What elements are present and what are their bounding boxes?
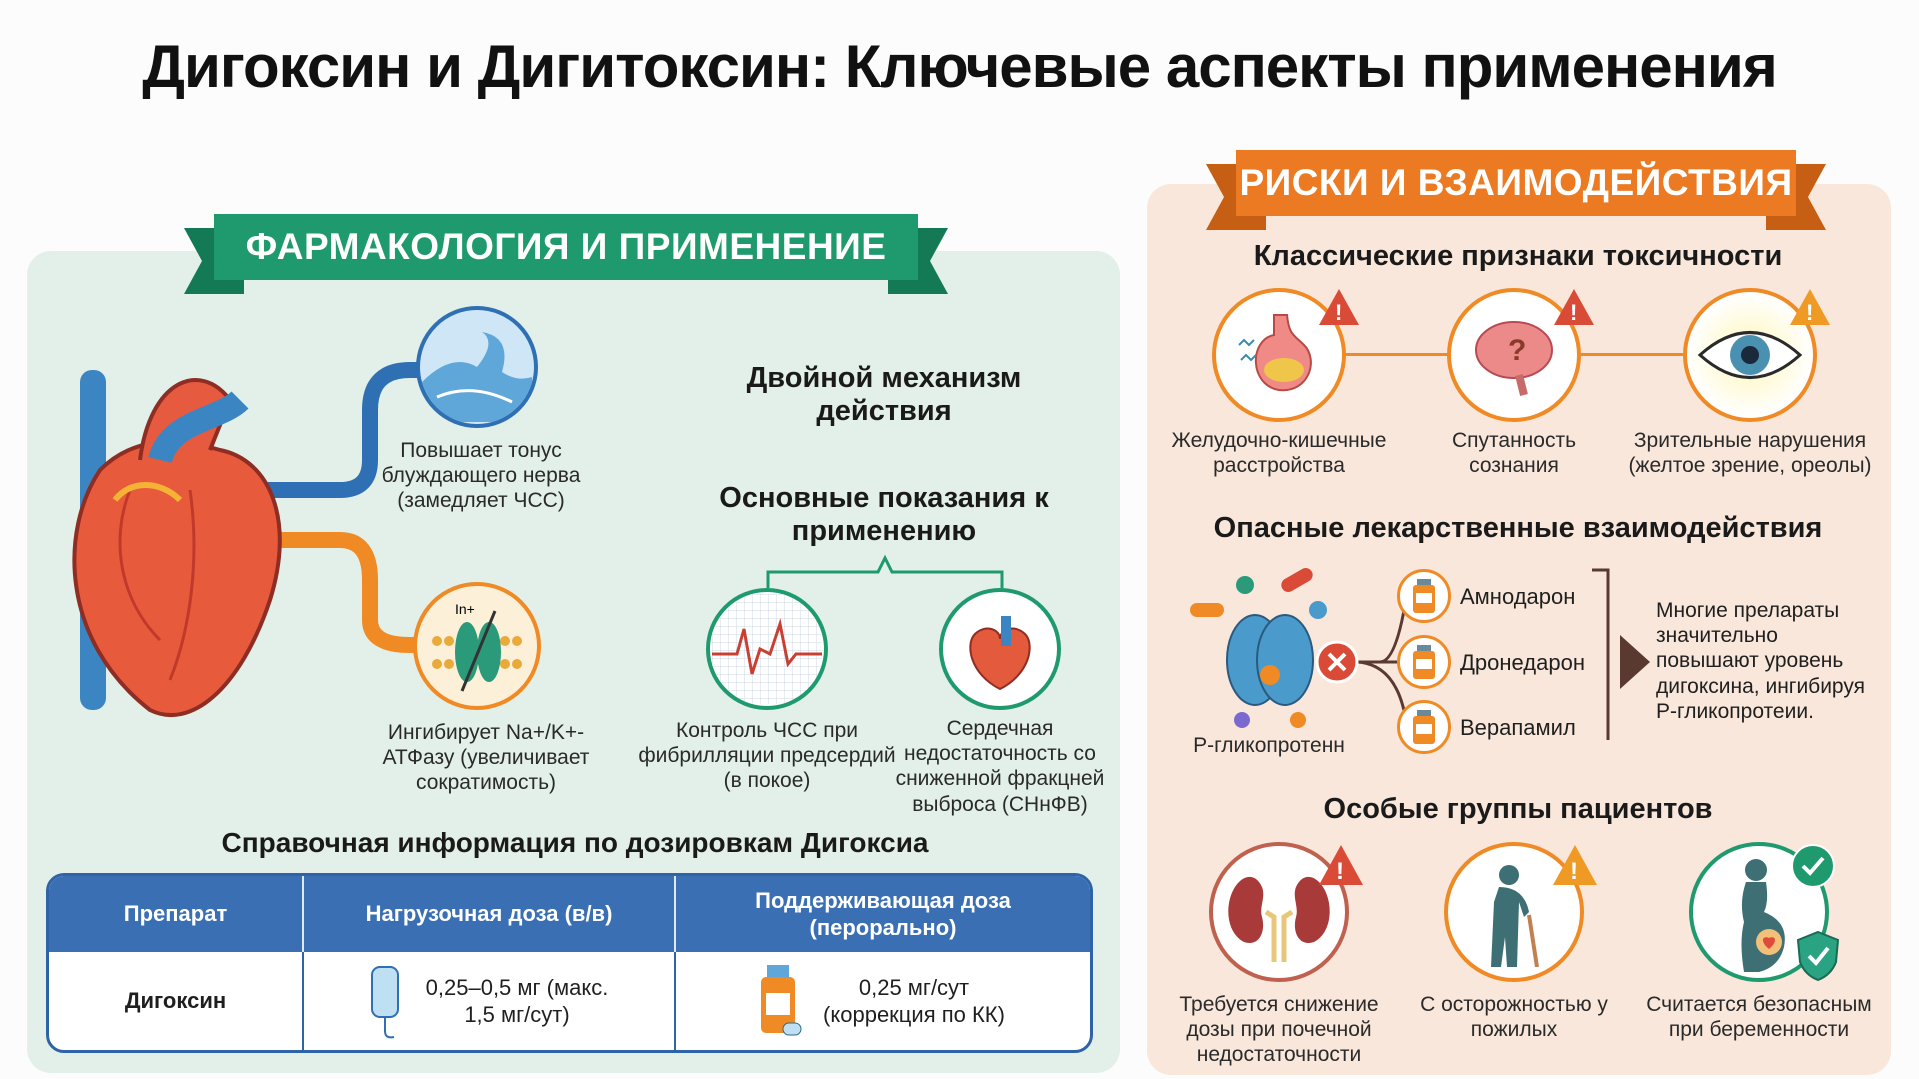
drugs-bracket: [1592, 568, 1610, 740]
interaction-note: Многие прелараты значительно повышают ур…: [1656, 599, 1866, 723]
warning-icon: !: [1319, 289, 1359, 325]
warning-icon: !: [1319, 845, 1363, 885]
elderly-icon: [1444, 842, 1584, 982]
warning-icon: !: [1553, 845, 1597, 885]
indication-hf-text: Сердечная недостаточность со сниженной ф…: [895, 717, 1105, 816]
pharmacology-ribbon-label: ФАРМАКОЛОГИЯ И ПРИМЕНЕНИЕ: [214, 214, 918, 280]
pharmacology-ribbon: ФАРМАКОЛОГИЯ И ПРИМЕНЕНИЕ: [184, 214, 948, 294]
svg-text:!: !: [1336, 858, 1344, 885]
header-loading: Нагрузочная доза (в/в): [304, 876, 676, 952]
table-row: Дигоксин 0,25–0,5 мг (макс. 1,5 мг/сут) …: [49, 952, 1090, 1050]
drug-dronedarone: Дронедарон: [1460, 650, 1585, 675]
loading-dose-text: 0,25–0,5 мг (макс. 1,5 мг/сут): [425, 974, 609, 1028]
pgp-label: Р-гликопротенн: [1193, 734, 1345, 757]
indication-af-text: Контроль ЧСС при фибрилляции предсердий …: [638, 719, 896, 793]
interactions-title: Опасные лекарственные взаимодействия: [1213, 512, 1823, 544]
heart-illustration: [72, 362, 450, 717]
mechanism-vagus-text: Повышает тонус блуждающего нерва (замедл…: [381, 439, 581, 513]
drug-verapamil: Верапамил: [1460, 715, 1576, 740]
drug-bottle-icon: [1397, 635, 1451, 689]
group-pregnancy-text: Считается безопасным при беременности: [1646, 993, 1872, 1042]
kidney-icon: [1209, 842, 1349, 982]
warning-icon: !: [1554, 289, 1594, 325]
toxicity-vision-text: Зрительные нарушения (желтое зрение, оре…: [1628, 429, 1872, 478]
svg-text:!: !: [1806, 300, 1813, 325]
risks-ribbon: РИСКИ И ВЗАИМОДЕЙСТВИЯ: [1206, 150, 1826, 230]
stomach-icon: [1212, 288, 1346, 422]
dose-table: Препарат Нагрузочная доза (в/в) Поддержи…: [46, 873, 1093, 1053]
header-maintenance: Поддерживающая доза (перорально): [755, 887, 1011, 941]
shield-check-icon: [1796, 930, 1840, 982]
svg-text:!: !: [1570, 858, 1578, 885]
group-renal-text: Требуется снижение дозы при почечной нед…: [1179, 993, 1379, 1067]
page-title: Дигоксин и Дигитоксин: Ключевые аспекты …: [142, 33, 1778, 100]
check-icon: [1791, 844, 1835, 888]
groups-title: Особые группы пациентов: [1323, 793, 1713, 825]
group-elderly-text: С осторожностью у пожилых: [1420, 993, 1608, 1042]
vagus-wave-icon: [416, 306, 538, 428]
indications-title: Основные показания к применению: [719, 482, 1049, 548]
drug-amiodarone: Амнодарон: [1460, 584, 1576, 609]
table-header: Препарат Нагрузочная доза (в/в) Поддержи…: [49, 876, 1090, 952]
mechanism-title: Двойной механизм действия: [746, 362, 1022, 428]
arrow-right-icon: [1620, 635, 1650, 689]
cell-maintenance: 0,25 мг/сут (коррекция по КК): [676, 952, 1090, 1050]
cell-drug: Дигоксин: [49, 952, 304, 1050]
dose-table-title: Справочная информация по дозировкам Диго…: [221, 827, 929, 858]
toxicity-gi-text: Желудочно-кишечные расстройства: [1171, 429, 1387, 478]
svg-text:!: !: [1335, 300, 1342, 325]
ion-pump-icon: In+: [413, 582, 541, 710]
indications-bracket: [766, 554, 1004, 588]
warning-icon: !: [1790, 289, 1830, 325]
drug-bottle-icon: [1397, 700, 1451, 754]
eye-icon: [1683, 288, 1817, 422]
mechanism-pump-text: Ингибирует Na+/K+-АТФазу (увеличивает со…: [382, 721, 590, 795]
header-drug: Препарат: [49, 876, 304, 952]
drug-bottle-icon: [1397, 569, 1451, 623]
pgp-transporter-icon: [1190, 568, 1327, 728]
risks-ribbon-label: РИСКИ И ВЗАИМОДЕЙСТВИЯ: [1236, 150, 1796, 216]
pregnancy-icon: [1689, 842, 1829, 982]
svg-text:!: !: [1570, 300, 1577, 325]
heart-icon: [939, 588, 1061, 710]
brain-icon: ?: [1447, 288, 1581, 422]
maintenance-dose-text: 0,25 мг/сут (коррекция по КК): [823, 974, 1005, 1028]
iv-bag-icon: [371, 966, 399, 1039]
svg-text:?: ?: [1508, 334, 1526, 367]
toxicity-confusion-text: Спутанность сознания: [1451, 429, 1577, 478]
pill-bottle-icon: [761, 965, 802, 1036]
svg-text:In+: In+: [455, 601, 475, 617]
toxicity-title: Классические признаки токсичности: [1253, 240, 1783, 272]
ecg-icon: [706, 588, 828, 710]
cell-loading: 0,25–0,5 мг (макс. 1,5 мг/сут): [304, 952, 676, 1050]
